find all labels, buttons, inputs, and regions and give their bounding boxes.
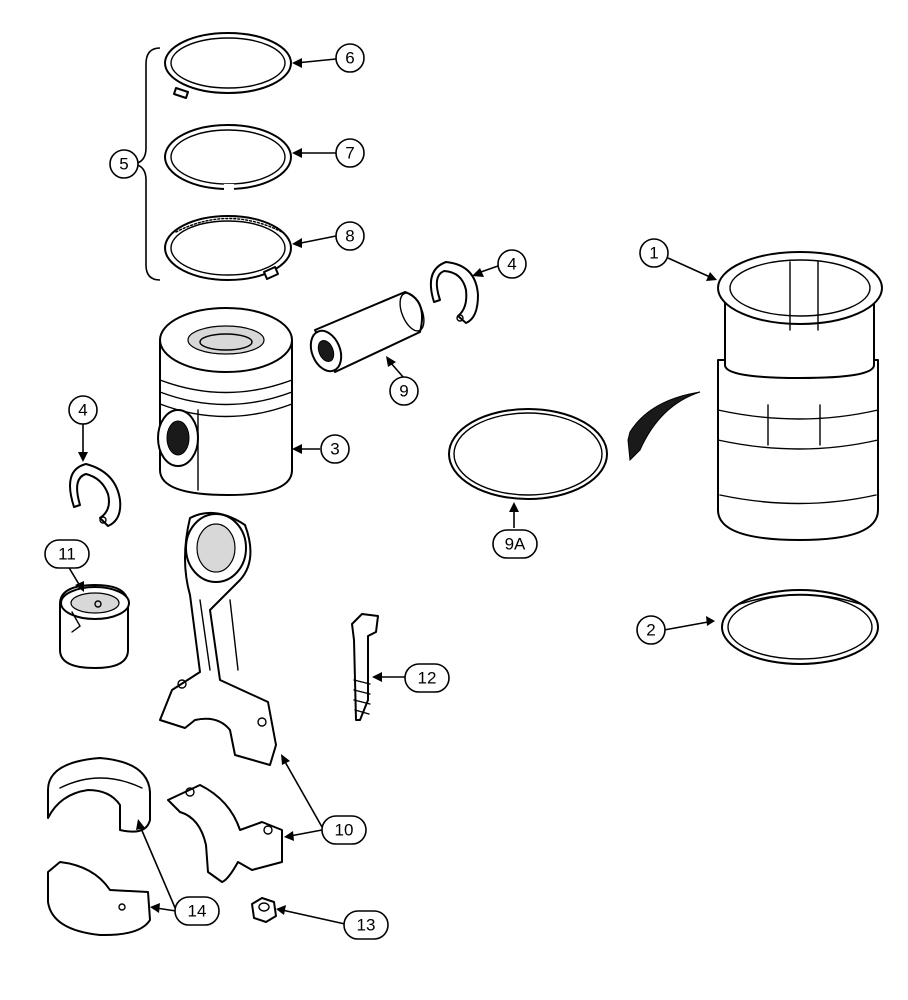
liner-seal (721, 589, 879, 665)
svg-text:4: 4 (78, 401, 87, 420)
callout-13: 13 (343, 910, 389, 940)
svg-text:12: 12 (418, 669, 437, 688)
svg-text:5: 5 (119, 155, 128, 174)
svg-text:9: 9 (399, 382, 408, 401)
piston-ring-top (164, 32, 292, 99)
callout-3: 3 (320, 434, 350, 464)
pin-bushing (59, 584, 130, 669)
connecting-rod (159, 511, 277, 766)
svg-text:4: 4 (507, 255, 516, 274)
snap-ring-left (69, 463, 122, 527)
piston (157, 307, 293, 496)
leader-lines (67, 58, 717, 925)
callout-2: 2 (636, 615, 666, 645)
svg-text:10: 10 (335, 821, 354, 840)
svg-text:8: 8 (345, 227, 354, 246)
callout-12: 12 (404, 663, 450, 693)
svg-text:9A: 9A (505, 535, 526, 554)
rod-bolt (351, 613, 379, 721)
bearing-shell-upper (47, 757, 151, 833)
rod-cap (167, 784, 283, 883)
svg-text:7: 7 (345, 144, 354, 163)
snap-ring-right (430, 261, 479, 324)
callout-10: 10 (321, 815, 367, 845)
svg-text:13: 13 (357, 916, 376, 935)
callout-14: 14 (174, 896, 220, 926)
svg-text:1: 1 (649, 244, 658, 263)
svg-text:14: 14 (188, 902, 207, 921)
callout-8: 8 (335, 221, 365, 251)
svg-text:2: 2 (646, 621, 655, 640)
callout-1: 1 (639, 238, 669, 268)
callout-11: 11 (44, 539, 90, 569)
installation-arrow (627, 391, 701, 462)
o-ring (448, 408, 608, 500)
piston-pin (309, 291, 425, 373)
bearing-shell-lower (47, 861, 151, 937)
rod-nut (251, 897, 277, 923)
callout-7: 7 (335, 138, 365, 168)
callout-9a: 9A (492, 529, 538, 559)
callout-6: 6 (335, 43, 365, 73)
svg-text:6: 6 (345, 49, 354, 68)
callout-4-right: 4 (497, 249, 527, 279)
callout-4-left: 4 (68, 395, 98, 425)
svg-text:11: 11 (58, 545, 76, 564)
callout-5: 5 (109, 149, 139, 179)
callout-9: 9 (389, 376, 419, 406)
svg-text:3: 3 (330, 440, 339, 459)
piston-ring-oil (164, 215, 292, 281)
piston-ring-second (164, 124, 292, 191)
cylinder-liner (717, 251, 883, 541)
